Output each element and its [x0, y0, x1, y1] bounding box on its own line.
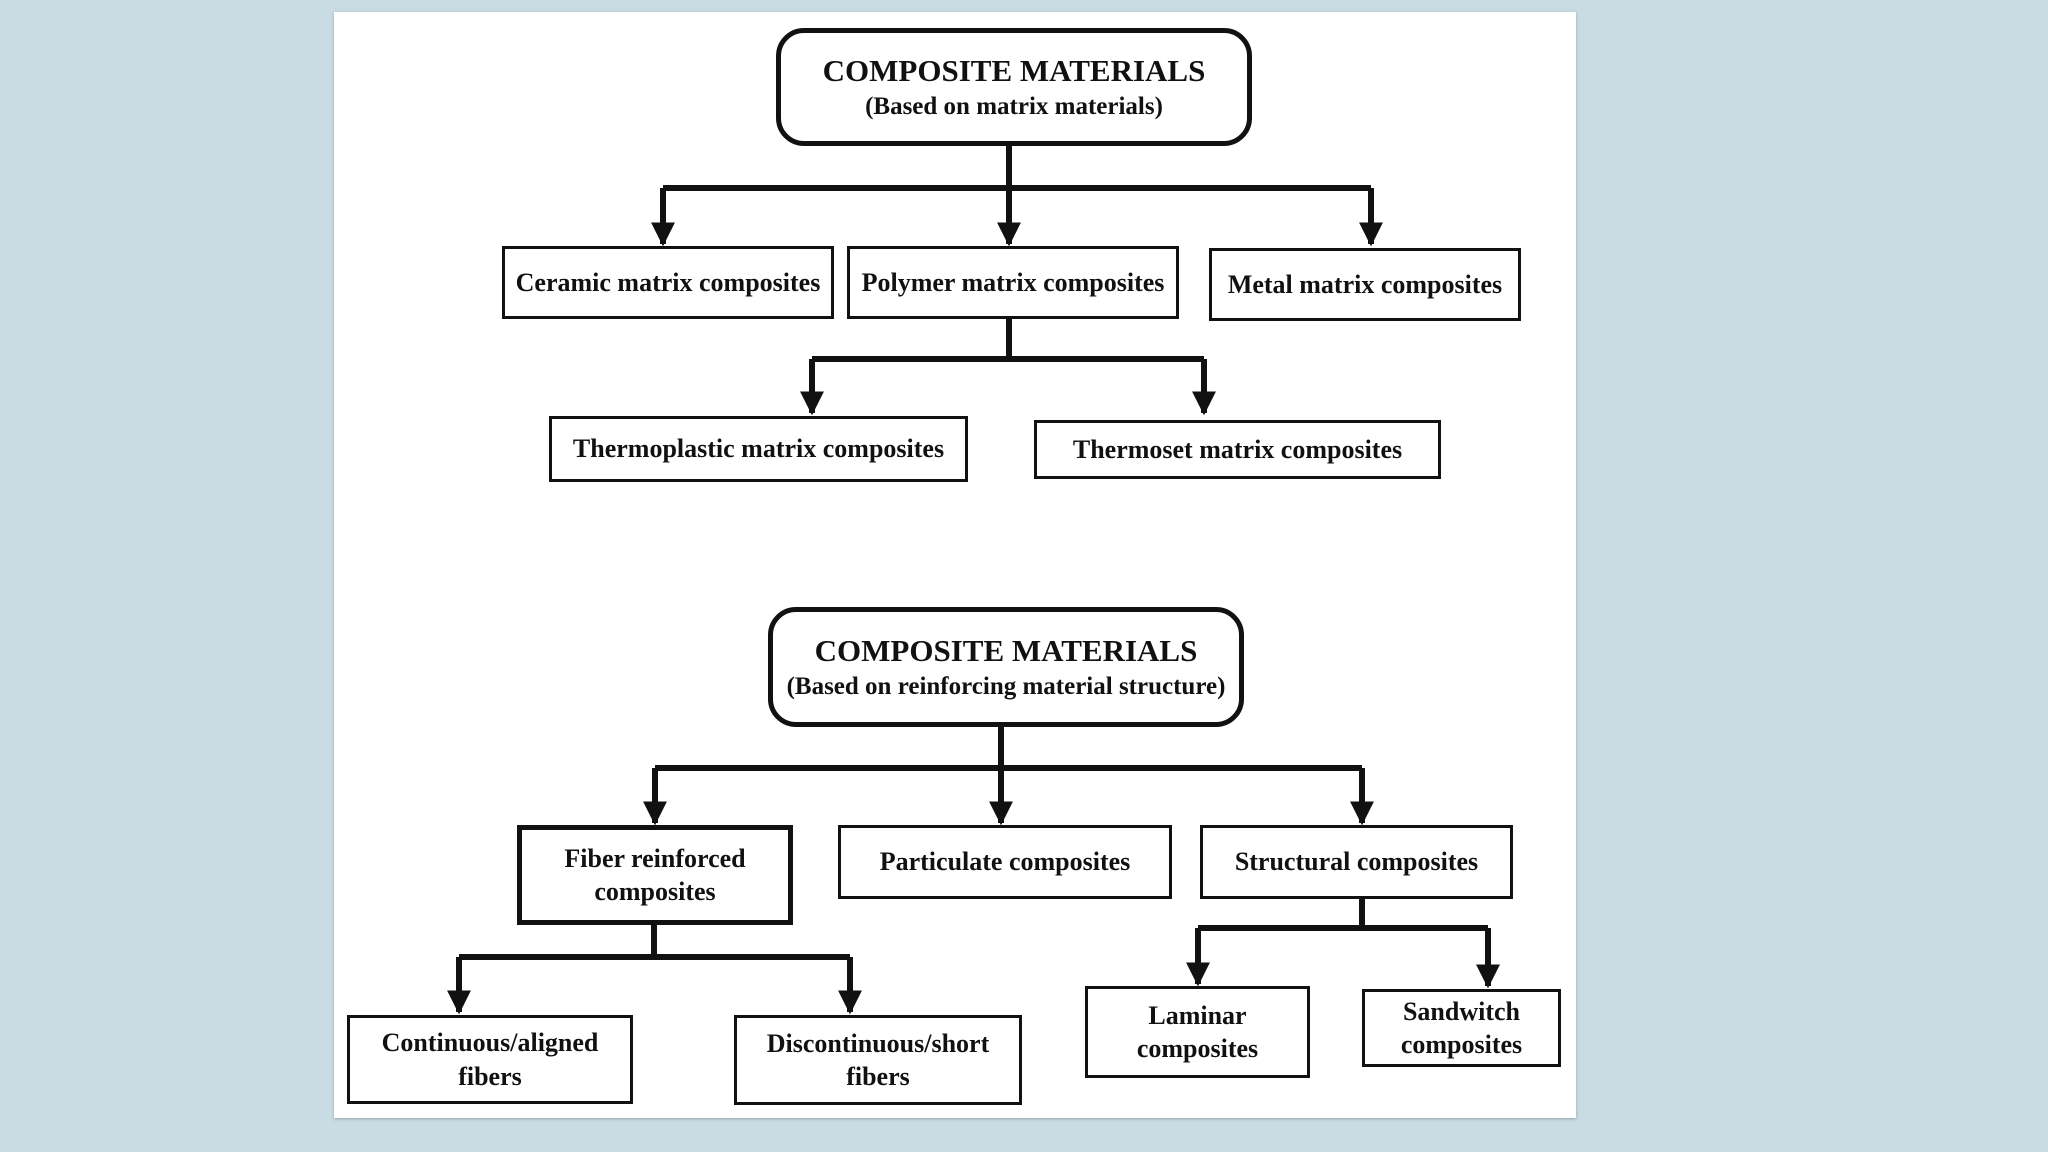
- discontinuous-fibers-label: Discontinuous/short fibers: [766, 1028, 990, 1091]
- thermoset-matrix-node: Thermoset matrix composites: [1034, 420, 1441, 479]
- matrix-root-title: COMPOSITE MATERIALS: [822, 52, 1206, 88]
- sandwitch-composites-label: Sandwitch composites: [1400, 996, 1523, 1059]
- matrix-root-node: COMPOSITE MATERIALS (Based on matrix mat…: [776, 28, 1252, 146]
- fiber-reinforced-node: Fiber reinforced composites: [517, 825, 793, 925]
- fiber-reinforced-label: Fiber reinforced composites: [564, 843, 746, 906]
- polymer-matrix-label: Polymer matrix composites: [861, 267, 1165, 297]
- thermoset-matrix-label: Thermoset matrix composites: [1072, 434, 1403, 464]
- structural-label: Structural composites: [1234, 847, 1479, 877]
- continuous-fibers-label: Continuous/aligned fibers: [381, 1028, 599, 1091]
- metal-matrix-label: Metal matrix composites: [1227, 269, 1503, 299]
- slide-panel: [334, 12, 1576, 1118]
- thermoplastic-matrix-label: Thermoplastic matrix composites: [572, 434, 945, 464]
- structure-root-node: COMPOSITE MATERIALS (Based on reinforcin…: [768, 607, 1244, 727]
- discontinuous-fibers-node: Discontinuous/short fibers: [734, 1015, 1022, 1105]
- sandwitch-composites-node: Sandwitch composites: [1362, 989, 1561, 1067]
- polymer-matrix-node: Polymer matrix composites: [847, 246, 1179, 319]
- matrix-root-subtitle: (Based on matrix materials): [865, 92, 1163, 120]
- structural-node: Structural composites: [1200, 825, 1513, 899]
- structure-root-title: COMPOSITE MATERIALS: [814, 632, 1198, 668]
- continuous-fibers-node: Continuous/aligned fibers: [347, 1015, 633, 1104]
- thermoplastic-matrix-node: Thermoplastic matrix composites: [549, 416, 968, 482]
- particulate-node: Particulate composites: [838, 825, 1172, 899]
- structure-root-subtitle: (Based on reinforcing material structure…: [786, 672, 1226, 700]
- ceramic-matrix-node: Ceramic matrix composites: [502, 246, 834, 319]
- laminar-composites-label: Laminar composites: [1136, 1000, 1259, 1063]
- laminar-composites-node: Laminar composites: [1085, 986, 1310, 1078]
- metal-matrix-node: Metal matrix composites: [1209, 248, 1521, 321]
- ceramic-matrix-label: Ceramic matrix composites: [515, 267, 821, 297]
- particulate-label: Particulate composites: [879, 847, 1131, 877]
